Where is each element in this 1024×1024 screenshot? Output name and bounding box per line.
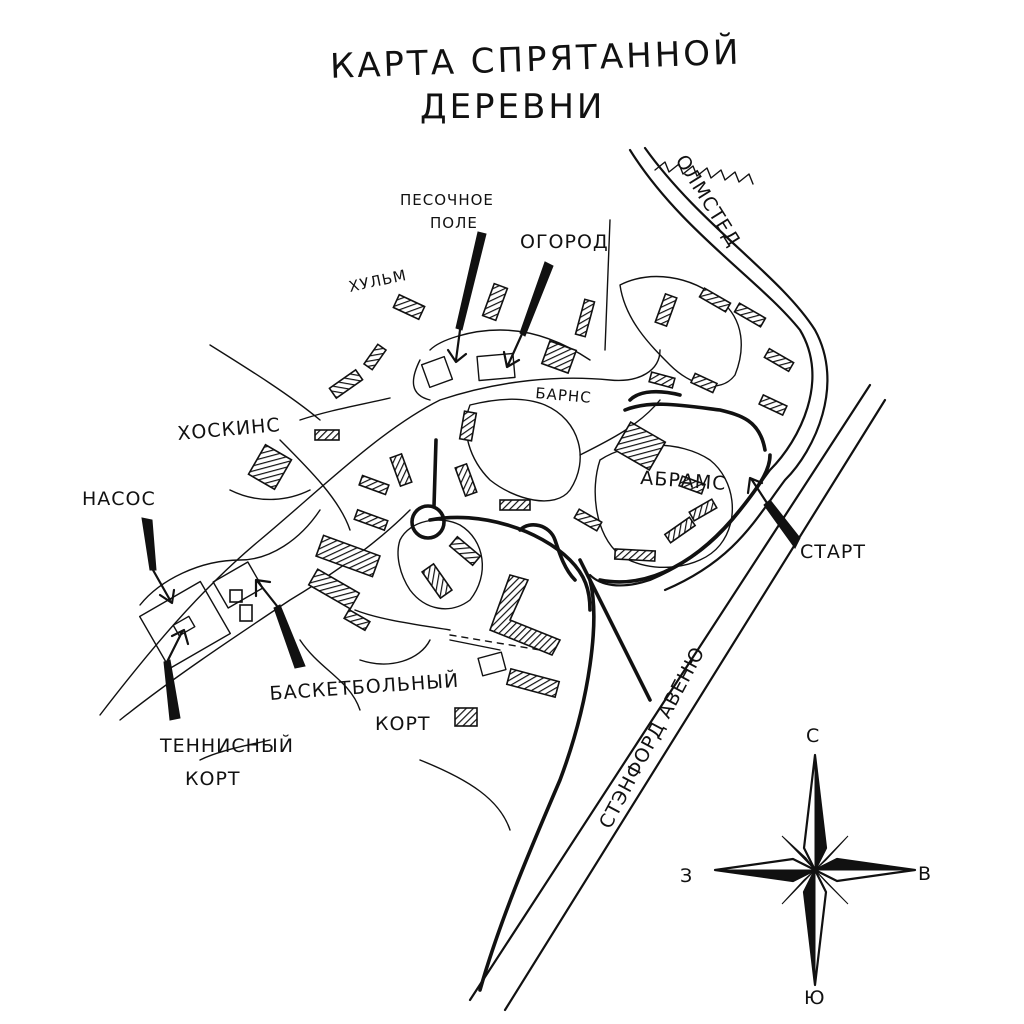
compass-north-label: С	[806, 725, 820, 747]
pump-label: НАСОС	[82, 488, 156, 510]
sand-field-label-line-2: ПОЛЕ	[430, 214, 478, 232]
basketball-court-label-line-1: БАСКЕТБОЛЬНЫЙ	[269, 669, 460, 705]
basketball-hatch-icon	[454, 707, 478, 727]
tennis-court-label-line-2: КОРТ	[185, 768, 241, 790]
buildings	[229, 282, 795, 699]
main-route	[410, 389, 772, 992]
stanford-avenue-road	[468, 383, 887, 1012]
sand-field-label-line-1: ПЕСОЧНОЕ	[400, 191, 494, 209]
sand-field-box	[420, 355, 454, 389]
compass-rose	[713, 753, 917, 987]
map-title-line-1: КАРТА СПРЯТАННОЙ	[329, 32, 742, 87]
compass-south-label: Ю	[804, 987, 826, 1009]
abrams-label: АБРАМС	[640, 467, 727, 495]
olmsted-label: ОЛМСТЕД	[671, 151, 745, 251]
compass-west-label: З	[680, 865, 693, 887]
garden-label: ОГОРОД	[520, 231, 609, 253]
compass-east-label: В	[918, 863, 932, 885]
pointer-arrows	[141, 231, 801, 727]
stanford-avenue-label: СТЭНФОРД АВЕНЮ	[595, 643, 710, 832]
olmsted-road	[588, 146, 829, 592]
barns-label: БАРНС	[535, 384, 593, 407]
hoskins-label: ХОСКИНС	[177, 414, 282, 445]
basketball-court-label-line-2: КОРТ	[375, 713, 431, 735]
garden-box	[476, 352, 516, 382]
tennis-court-label-line-1: ТЕННИСНЫЙ	[159, 734, 294, 757]
village-paths	[99, 219, 742, 831]
hulm-label: ХУЛЬМ	[347, 266, 408, 296]
start-label: СТАРТ	[800, 541, 866, 563]
map-title-line-2: ДЕРЕВНИ	[420, 87, 605, 127]
